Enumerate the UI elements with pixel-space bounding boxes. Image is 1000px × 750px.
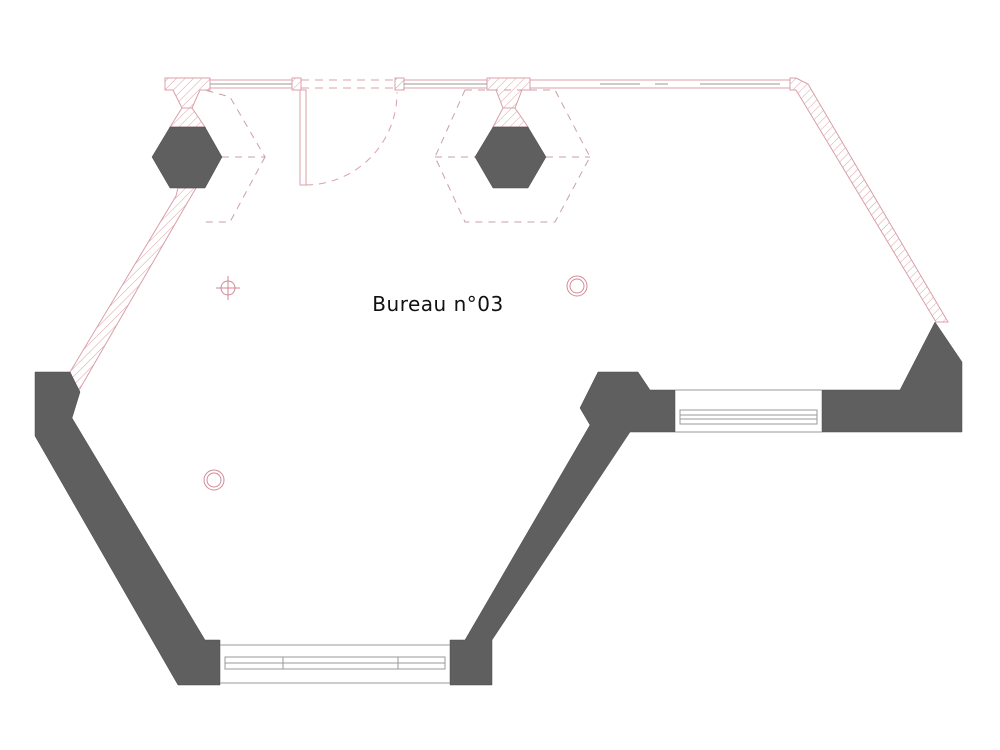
top-wall-mid-pier [486, 77, 531, 109]
left-diagonal-wall [69, 187, 197, 394]
light-fixture-2 [203, 469, 225, 491]
ceiling-fixtures [203, 275, 588, 491]
pillar-right-neck [492, 107, 529, 128]
bottom-window [220, 644, 450, 684]
hatched-walls [69, 77, 949, 394]
top-facade-glazing [210, 79, 790, 89]
door [299, 89, 398, 186]
middle-wall [449, 371, 676, 686]
pillar-right [474, 126, 547, 189]
right-wall [821, 321, 963, 433]
top-wall-left-pier [164, 77, 211, 109]
left-wall [34, 371, 221, 686]
right-diagonal-wall [789, 77, 949, 323]
dashed-pillar-outlines [200, 89, 591, 223]
pillar-left-neck [169, 107, 206, 128]
pillar-left [151, 126, 223, 189]
solid-walls [34, 126, 963, 686]
windows [220, 389, 822, 684]
door-jamb-left [291, 77, 302, 91]
right-window [675, 389, 822, 433]
light-fixture-1 [566, 275, 588, 297]
door-jamb-right [394, 77, 405, 91]
room-label: Bureau n°03 [372, 292, 504, 316]
door-swing-arc [305, 91, 398, 186]
door-leaf [299, 89, 307, 186]
crosshair-fixture [216, 276, 240, 300]
